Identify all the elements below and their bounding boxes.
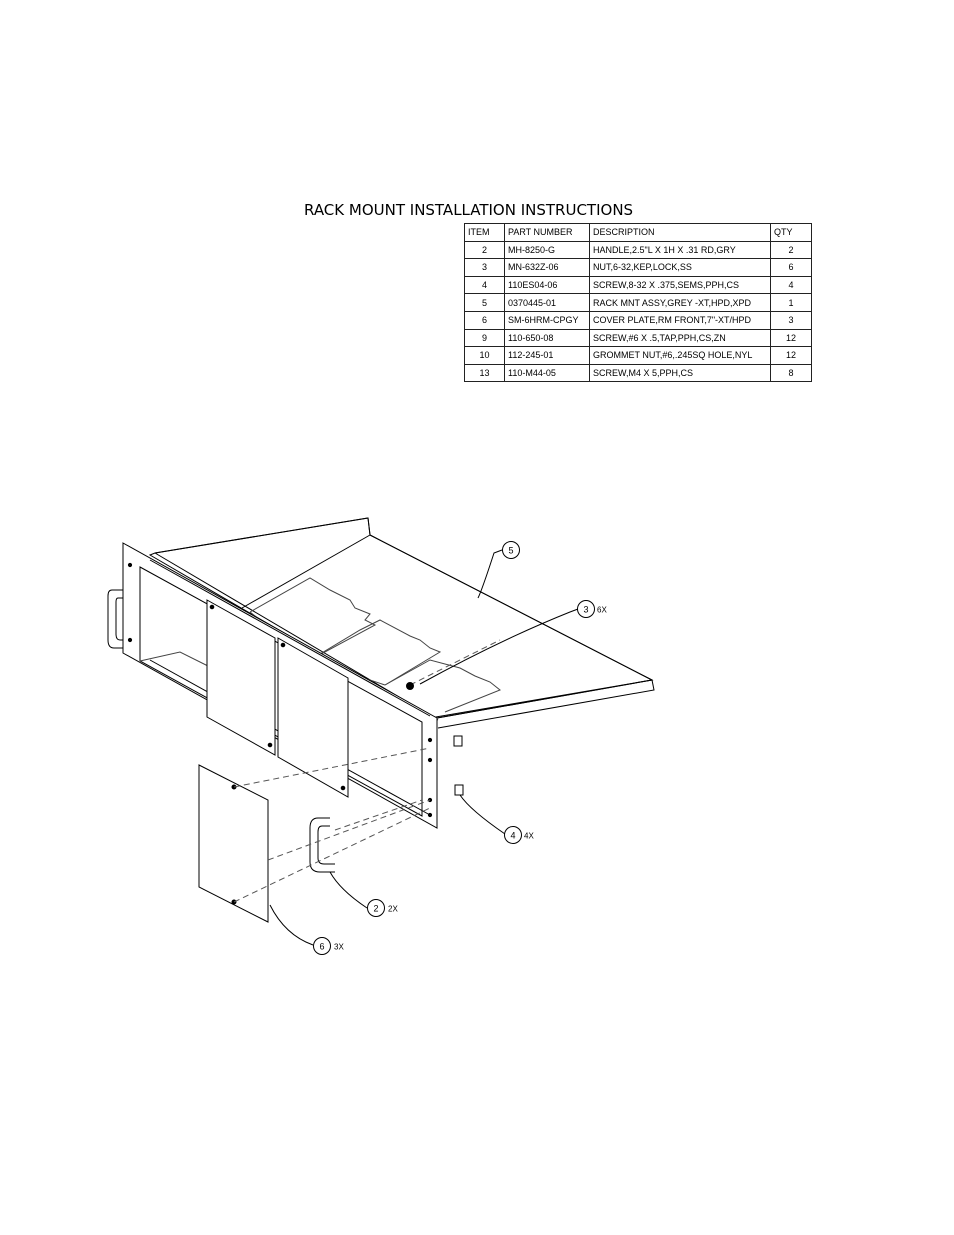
- table-row: 4 110ES04-06 SCREW,8-32 X .375,SEMS,PPH,…: [464, 275, 812, 295]
- table-row: 9 110-650-08 SCREW,#6 X .5,TAP,PPH,CS,ZN…: [464, 328, 812, 348]
- callout-2-qty: 2X: [388, 905, 398, 914]
- callout-5: [502, 541, 520, 559]
- callout-2-number: 2: [373, 904, 378, 914]
- cell-qty: 1: [770, 293, 812, 312]
- bill-of-materials-table: ITEM PART NUMBER DESCRIPTION QTY 2 MH-82…: [464, 223, 812, 383]
- screws: [406, 682, 464, 796]
- explosion-lines: [233, 639, 501, 903]
- cell-qty: 12: [770, 328, 812, 348]
- table-row: 6 SM-6HRM-CPGY COVER PLATE,RM FRONT,7"-X…: [464, 310, 812, 330]
- cell-qty: 8: [770, 363, 812, 383]
- callout-4-qty: 4X: [524, 832, 534, 841]
- callout-5-number: 5: [508, 546, 513, 556]
- callout-6: [313, 937, 331, 955]
- callout-2: [367, 899, 385, 917]
- table-row: 13 110-M44-05 SCREW,M4 X 5,PPH,CS 8: [464, 363, 812, 383]
- cell-description: SCREW,M4 X 5,PPH,CS: [589, 363, 771, 383]
- left-handle: [107, 589, 123, 649]
- callout-6-number: 6: [319, 942, 324, 952]
- callout-6-qty: 3X: [334, 943, 344, 952]
- exploded-cover-plate: [198, 764, 269, 923]
- table-row: 10 112-245-01 GROMMET NUT,#6,.245SQ HOLE…: [464, 346, 812, 365]
- callout-leaders: [269, 549, 579, 946]
- installed-cover-plates: [206, 599, 349, 798]
- callout-3-number: 3: [583, 605, 588, 615]
- table-row: 5 0370445-01 RACK MNT ASSY,GREY -XT,HPD,…: [464, 293, 812, 312]
- callout-3-qty: 6X: [597, 606, 607, 615]
- page-title: RACK MOUNT INSTALLATION INSTRUCTIONS: [304, 201, 634, 219]
- callout-4: [504, 826, 522, 844]
- callout-3: [577, 600, 595, 618]
- table-row: 2 MH-8250-G HANDLE,2.5"L X 1H X .31 RD,G…: [464, 240, 812, 260]
- front-handle: [309, 817, 335, 873]
- callout-4-number: 4: [510, 831, 515, 841]
- table-row: 3 MN-632Z-06 NUT,6-32,KEP,LOCK,SS 6: [464, 258, 812, 277]
